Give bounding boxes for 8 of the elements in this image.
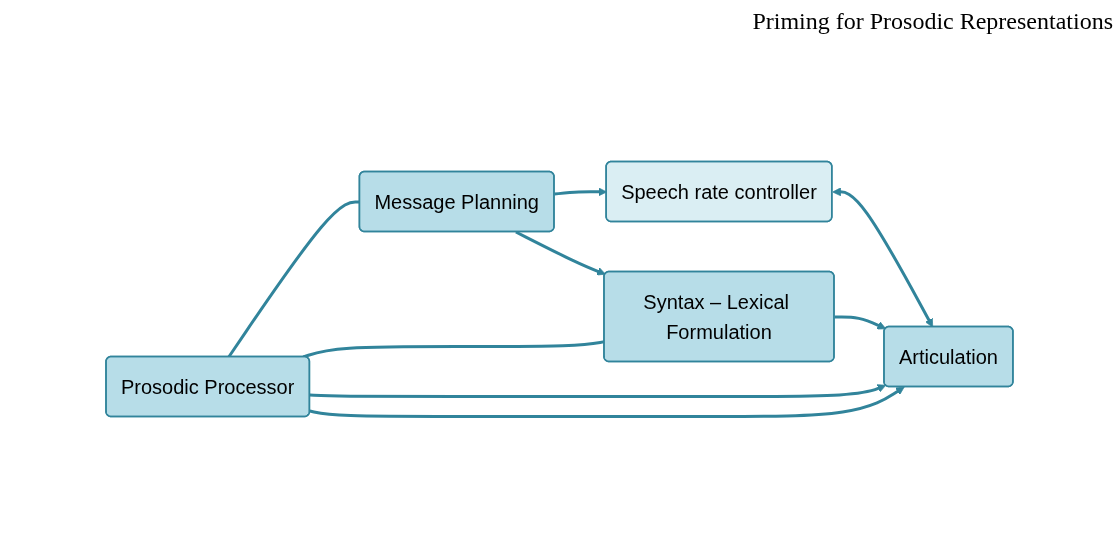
diagram-title: Priming for Prosodic Representations	[752, 8, 1113, 35]
connector	[302, 340, 605, 359]
arrow	[309, 384, 887, 398]
arrow	[309, 386, 905, 418]
arrow	[834, 315, 887, 330]
arrow	[515, 230, 606, 276]
connector	[227, 200, 360, 358]
arrow	[832, 187, 934, 328]
